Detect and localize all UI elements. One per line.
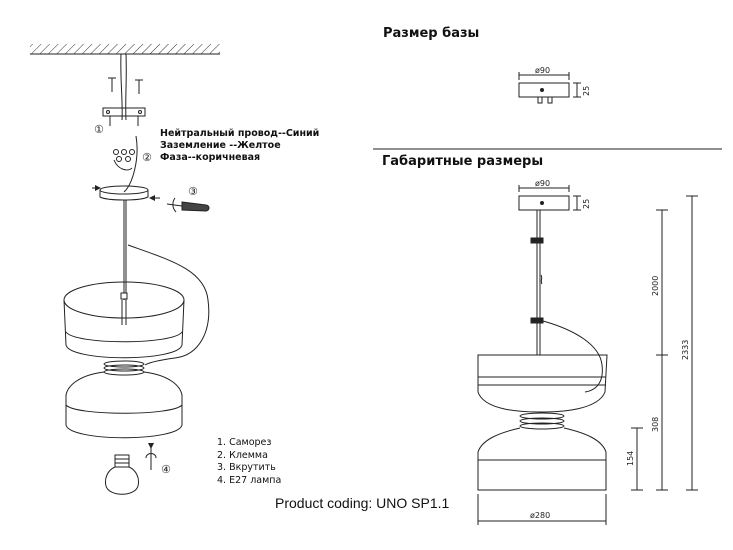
screw-icon xyxy=(108,77,143,94)
legend-item-screw: 1. Саморез xyxy=(217,437,272,448)
base-diameter-label: ø90 xyxy=(535,66,550,75)
overall-base-diameter-label: ø90 xyxy=(535,179,550,188)
mounting-bracket xyxy=(102,107,146,126)
screwdriver-icon xyxy=(166,197,210,213)
shade-diameter-label: ø280 xyxy=(530,511,550,520)
wiring-ground: Заземление --Желтое xyxy=(160,140,281,151)
overall-dimensions-drawing xyxy=(477,185,698,525)
shade-height-label: 308 xyxy=(651,417,660,432)
product-coding: Product coding: UNO SP1.1 xyxy=(275,495,450,511)
canopy xyxy=(92,185,160,201)
wiring-notes: Нейтральный провод--Синий Заземление --Ж… xyxy=(160,128,319,164)
upper-shade xyxy=(63,281,185,359)
base-size-heading: Размер базы xyxy=(383,26,480,41)
socket-coil xyxy=(103,360,145,376)
base-height-label: 25 xyxy=(582,86,591,96)
step-marker-4: ④ xyxy=(161,463,171,476)
ceiling xyxy=(30,44,220,55)
base-size-drawing xyxy=(518,72,581,104)
cable-length-label: 2000 xyxy=(651,276,660,296)
step-marker-3: ③ xyxy=(188,185,198,198)
legend-item-screw-in: 3. Вкрутить xyxy=(217,462,276,473)
legend-item-lamp: 4. E27 лампа xyxy=(217,474,282,486)
step-marker-2: ② xyxy=(142,151,152,164)
installation-diagram xyxy=(30,44,220,495)
overall-base-height-label: 25 xyxy=(582,199,591,209)
legend-item-terminal: 2. Клемма xyxy=(217,449,268,461)
parts-legend: 1. Саморез 2. Клемма 3. Вкрутить 4. E27 … xyxy=(217,437,281,487)
lower-shade xyxy=(65,371,183,439)
wiring-phase: Фаза--коричневая xyxy=(160,152,261,163)
overall-dimensions-heading: Габаритные размеры xyxy=(382,154,544,169)
terminal-block xyxy=(113,135,138,193)
step-markers: ① ② ③ ④ xyxy=(94,123,198,476)
total-height-label: 2333 xyxy=(681,340,690,360)
bulb-icon xyxy=(105,443,157,495)
wiring-neutral: Нейтральный провод--Синий xyxy=(160,128,320,139)
step-marker-1: ① xyxy=(94,123,104,136)
lower-height-label: 154 xyxy=(626,451,635,466)
